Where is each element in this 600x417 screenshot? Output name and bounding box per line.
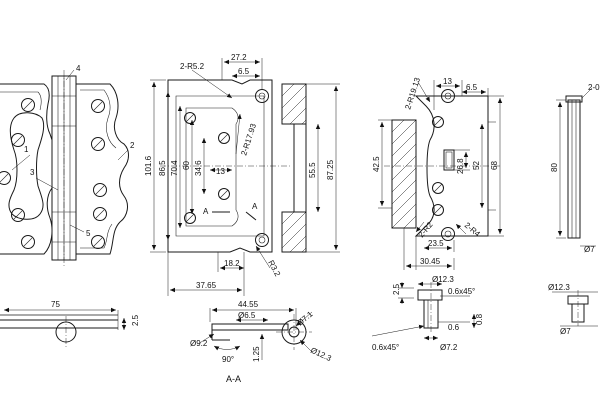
- dim-2-0-cut: 2-0: [588, 83, 600, 92]
- dim-dia-7-1: Ø7.1: [296, 309, 315, 327]
- dim-dia-7-top: Ø7: [584, 245, 595, 254]
- dim-1-25: 1.25: [252, 346, 261, 362]
- dim-87-25: 87.25: [326, 159, 335, 180]
- dim-dia-6-5: Ø6.5: [238, 311, 256, 320]
- dim-dia-12-3-v3: Ø12.3: [432, 275, 454, 284]
- section-a-a-view: 44.55 Ø6.5 Ø7.1 Ø9.2 Ø12.3 90° 1.25 A-A: [190, 300, 333, 384]
- callout-3: 3: [30, 168, 35, 177]
- dim-34-6: 34.6: [194, 160, 203, 176]
- dim-dia-9-2: Ø9.2: [190, 339, 208, 348]
- door-cutout-view: 27.2 6.5 2-R5.2 2-R17.93 101.6 86.5 70.4…: [144, 53, 340, 296]
- section-mark-a-right: A: [252, 202, 258, 211]
- callout-4: 4: [76, 64, 81, 73]
- hinge-edge-view: 75 2.5: [0, 300, 140, 348]
- hinge-front-view: 4 1 3 2 5: [0, 64, 135, 268]
- dim-0-8: 0.8: [475, 313, 484, 325]
- dim-30-45: 30.45: [420, 257, 441, 266]
- dim-42-5: 42.5: [372, 156, 381, 172]
- section-mark-a-left: A: [203, 207, 209, 216]
- dim-6-5: 6.5: [238, 67, 250, 76]
- dim-70-4: 70.4: [170, 160, 179, 176]
- screw-hole-group-left: [0, 98, 35, 249]
- dim-r3-2: R3.2: [266, 259, 282, 279]
- dim-dia-12-3-v4: Ø12.3: [548, 283, 570, 292]
- callout-5: 5: [86, 229, 91, 238]
- dim-75: 75: [51, 300, 60, 309]
- dim-80: 80: [550, 163, 559, 172]
- screw-hole-group-right: [91, 99, 107, 249]
- dim-dia-7-2: Ø7.2: [440, 343, 458, 352]
- dim-chamfer-top: 0.6x45°: [448, 287, 475, 296]
- pin-view: 80 2-0 Ø7 Ø12.3 Ø7: [548, 83, 600, 336]
- dim-90-deg: 90°: [222, 355, 234, 364]
- hatch-jamb: [391, 119, 417, 229]
- dim-37-65: 37.65: [196, 281, 217, 290]
- dim-23-5: 23.5: [428, 239, 444, 248]
- dim-2-r5-2: 2-R5.2: [180, 62, 205, 71]
- dim-0-6: 0.6: [448, 323, 460, 332]
- dim-2-5-v1: 2.5: [131, 314, 140, 326]
- dim-55-5: 55.5: [308, 162, 317, 178]
- callout-1: 1: [24, 145, 29, 154]
- dim-13: 13: [216, 167, 225, 176]
- dim-68: 68: [490, 161, 499, 170]
- hatch-top-block: [281, 83, 307, 125]
- dim-dia-12-3: Ø12.3: [309, 346, 333, 364]
- dim-6-5-v3: 6.5: [466, 83, 478, 92]
- dim-2-5-v3: 2.5: [392, 283, 401, 295]
- dim-44-55: 44.55: [238, 300, 259, 309]
- hatch-bottom-block: [281, 211, 307, 253]
- dim-2-r19-13: 2-R19.13: [403, 76, 422, 111]
- callout-2: 2: [130, 141, 135, 150]
- dim-13-v3: 13: [443, 77, 452, 86]
- dim-chamfer-bottom: 0.6x45°: [372, 343, 399, 352]
- dim-18-2: 18.2: [224, 259, 240, 268]
- dim-101-6: 101.6: [144, 155, 153, 176]
- dim-2-r17-93: 2-R17.93: [239, 122, 258, 157]
- dim-52: 52: [472, 161, 481, 170]
- section-label-a-a: A-A: [226, 374, 241, 384]
- dim-dia-7-bottom: Ø7: [560, 327, 571, 336]
- dim-60: 60: [182, 161, 191, 170]
- dim-26-8: 26.8: [456, 158, 465, 174]
- frame-plate-view: 13 6.5 2-R19.13 42.5 26.8 52 68 2-R2 2-R…: [372, 76, 504, 270]
- dim-27-2: 27.2: [231, 53, 247, 62]
- dim-86-5: 86.5: [158, 160, 167, 176]
- bushing-detail-view: 2.5 Ø12.3 0.6x45° 0.6 0.8 0.6x45° Ø7.2: [371, 275, 484, 352]
